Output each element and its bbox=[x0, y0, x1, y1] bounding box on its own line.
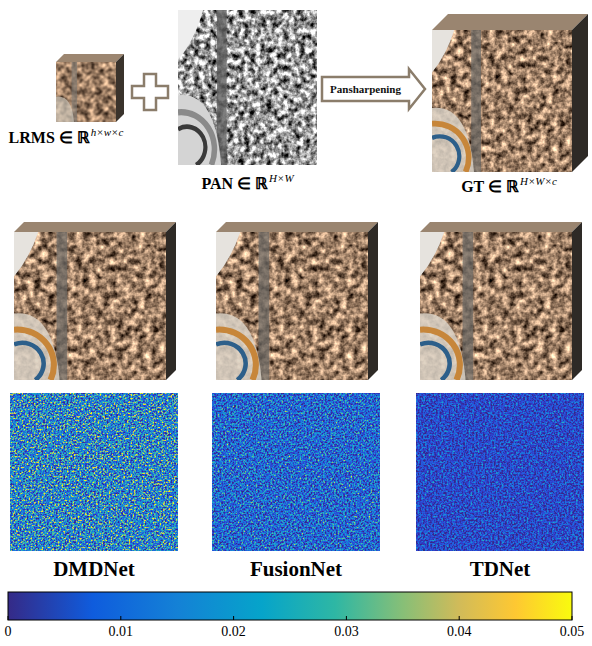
caption-text: FusionNet bbox=[250, 557, 342, 582]
panel-caption: TDNet bbox=[414, 557, 586, 582]
colorbar-tick: 0.02 bbox=[221, 624, 246, 640]
panel-caption: LRMS ∈ ℝh×w×c bbox=[2, 128, 130, 147]
colorbar-tick: 0.05 bbox=[560, 624, 585, 640]
panel-caption: FusionNet bbox=[210, 557, 382, 582]
caption-text: PAN ∈ ℝ bbox=[201, 174, 268, 193]
caption-superscript: H×W bbox=[269, 172, 294, 184]
caption-text: LRMS ∈ ℝ bbox=[9, 128, 90, 147]
panel-caption: GT ∈ ℝH×W×c bbox=[428, 177, 590, 196]
panel-caption: PAN ∈ ℝH×W bbox=[175, 174, 320, 193]
image-panel: DMDNet bbox=[8, 218, 180, 582]
caption-text: DMDNet bbox=[53, 557, 135, 582]
panel-caption: DMDNet bbox=[8, 557, 180, 582]
image-panel: FusionNet bbox=[210, 218, 382, 582]
caption-text: GT ∈ ℝ bbox=[461, 177, 519, 196]
image-panel: LRMS ∈ ℝh×w×c bbox=[2, 55, 130, 147]
caption-superscript: h×w×c bbox=[91, 126, 124, 138]
colorbar-tick: 0.04 bbox=[447, 624, 472, 640]
image-panel: PAN ∈ ℝH×W bbox=[175, 8, 320, 193]
colorbar-tick: 0 bbox=[5, 624, 12, 640]
caption-superscript: H×W×c bbox=[520, 175, 557, 187]
colorbar-tick: 0.03 bbox=[334, 624, 359, 640]
image-panel: GT ∈ ℝH×W×c bbox=[428, 6, 590, 196]
colorbar-tick: 0.01 bbox=[109, 624, 134, 640]
arrow-label: Pansharpening bbox=[329, 83, 402, 95]
image-panel: TDNet bbox=[414, 218, 586, 582]
block-arrow bbox=[322, 69, 425, 109]
caption-text: TDNet bbox=[470, 557, 531, 582]
